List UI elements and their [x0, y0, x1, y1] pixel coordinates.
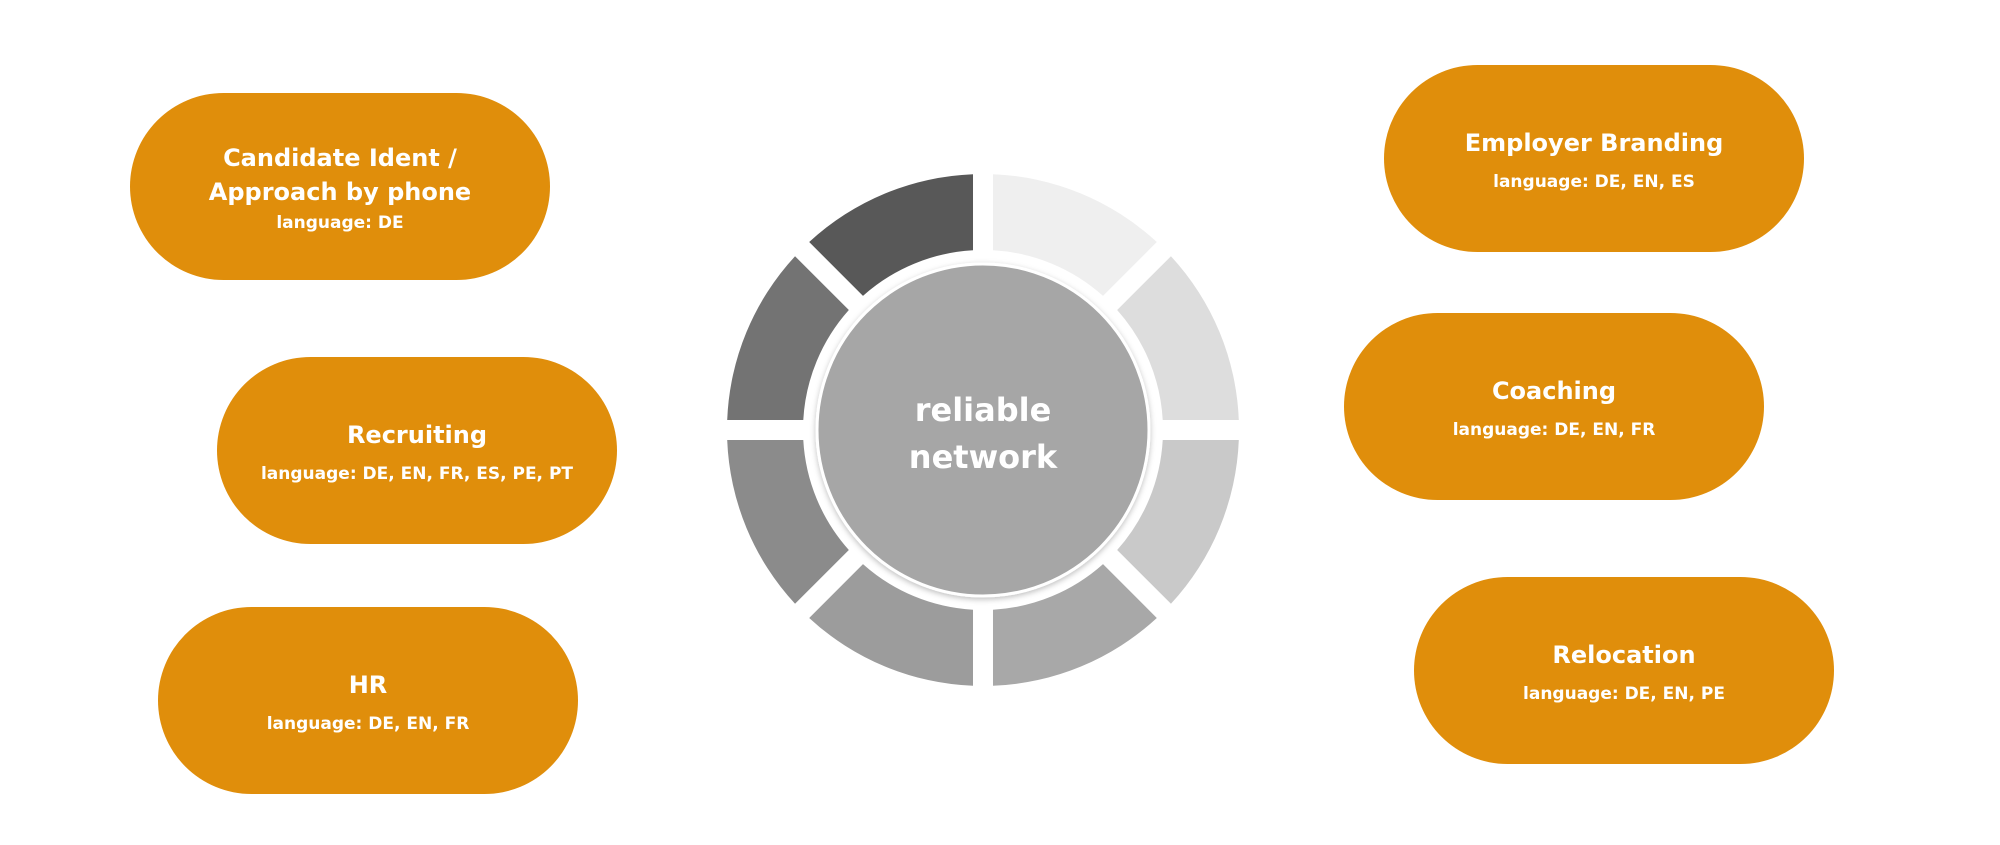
- service-title: Coaching: [1491, 376, 1617, 405]
- ring-segment: [992, 174, 1157, 296]
- service-pill-relocation: Relocation language: DE, EN, PE: [1414, 577, 1834, 764]
- service-pill-hr: HR language: DE, EN, FR: [158, 607, 578, 794]
- service-language: language: DE, EN, FR: [266, 713, 470, 734]
- service-title: Employer Branding: [1464, 128, 1724, 157]
- ring-segment: [1117, 256, 1239, 421]
- ring-segment: [727, 256, 849, 421]
- ring-segments: [727, 174, 1239, 686]
- service-title: Recruiting: [346, 420, 488, 449]
- service-pill-candidate-ident: Candidate Ident / Approach by phone lang…: [130, 93, 550, 280]
- center-label-line1: reliable: [915, 391, 1052, 429]
- ring-segment: [809, 564, 974, 686]
- center-circle: [815, 262, 1151, 598]
- center-label-line2: network: [909, 438, 1058, 476]
- service-pill-coaching: Coaching language: DE, EN, FR: [1344, 313, 1764, 500]
- service-title: HR: [348, 670, 388, 699]
- service-pill-employer-branding: Employer Branding language: DE, EN, ES: [1384, 65, 1804, 252]
- service-language: language: DE: [276, 212, 404, 233]
- service-title: Relocation: [1552, 640, 1696, 669]
- service-language: language: DE, EN, FR, ES, PE, PT: [260, 463, 573, 484]
- ring-segment: [809, 174, 974, 296]
- service-language: language: DE, EN, PE: [1523, 683, 1725, 704]
- service-language: language: DE, EN, ES: [1493, 171, 1695, 192]
- service-pill-recruiting: Recruiting language: DE, EN, FR, ES, PE,…: [217, 357, 617, 544]
- ring-segment: [1117, 439, 1239, 604]
- ring-segment: [727, 439, 849, 604]
- service-title: Candidate Ident / Approach by phone: [208, 143, 472, 206]
- service-language: language: DE, EN, FR: [1452, 419, 1656, 440]
- ring-segment: [992, 564, 1157, 686]
